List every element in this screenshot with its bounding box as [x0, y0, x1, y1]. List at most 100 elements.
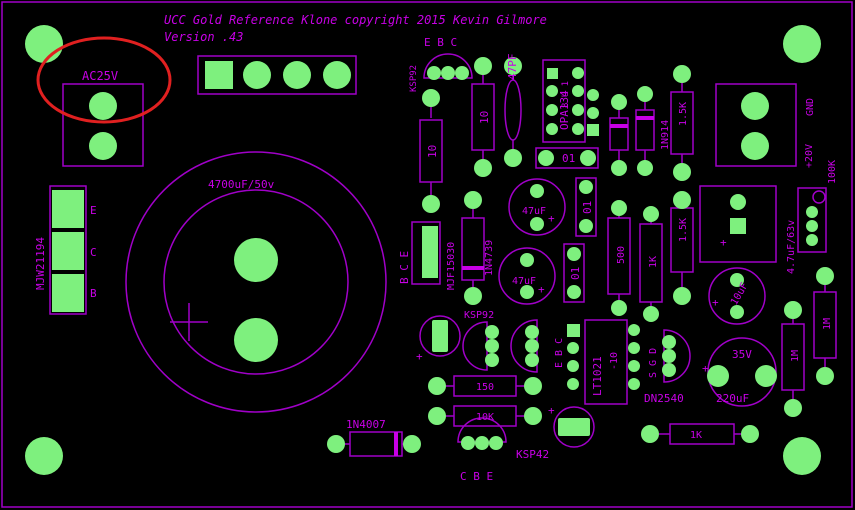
label-ac25v: AC25V	[82, 69, 118, 83]
pad	[546, 85, 558, 97]
opa134-outline	[542, 59, 586, 143]
mounting-hole-bottom-left	[25, 437, 63, 475]
pad	[455, 66, 469, 80]
c-small-left-outline	[419, 315, 461, 357]
pad	[403, 435, 421, 453]
pad	[428, 407, 446, 425]
label-c01-b: 01	[581, 201, 594, 214]
pad	[525, 353, 539, 367]
pad-ac25v-1	[89, 92, 117, 120]
polarity-plus: +	[720, 236, 727, 249]
board-title: UCC Gold Reference Klone copyright 2015 …	[164, 13, 547, 27]
pad-mjw-b	[52, 274, 84, 312]
pad	[587, 107, 599, 119]
pad	[524, 407, 542, 425]
label-r15k-a: 1.5K	[678, 102, 689, 126]
pad	[806, 234, 818, 246]
mounting-hole-top-right	[783, 25, 821, 63]
pad	[567, 247, 581, 261]
mjw21194-outline	[49, 185, 87, 315]
pad	[485, 339, 499, 353]
pad-ac25v-2	[89, 132, 117, 160]
pad	[567, 378, 579, 390]
trace	[618, 100, 646, 162]
label-opa-pins: 8 U 1	[561, 81, 571, 108]
mounting-hole-top-left	[25, 25, 63, 63]
label-c: C	[90, 246, 97, 259]
c47uf-b-outline	[498, 247, 556, 305]
pad	[546, 104, 558, 116]
mjf15030-outline	[411, 221, 441, 285]
ac25v-connector-outline	[62, 83, 144, 167]
pad	[806, 206, 818, 218]
pad	[520, 285, 534, 299]
dn2540-outline	[663, 329, 691, 383]
diode-bar	[394, 432, 398, 456]
label-r150: 150	[476, 382, 494, 393]
label-r100k: 100K	[827, 160, 838, 184]
pad	[485, 353, 499, 367]
pad	[474, 57, 492, 75]
label-c47uf63v: 4.7uF/63v	[786, 220, 797, 274]
pad-header-2	[243, 61, 271, 89]
trace	[792, 282, 826, 406]
label-ebc-mid: E B C	[554, 338, 565, 368]
c4700-inner-outline	[163, 189, 349, 375]
diode-bar	[610, 124, 628, 128]
pad	[461, 436, 475, 450]
pad	[673, 287, 691, 305]
pad	[489, 436, 503, 450]
polarity-plus: +	[548, 404, 555, 417]
pad	[641, 425, 659, 443]
pad	[427, 66, 441, 80]
label-c4700: 4700uF/50v	[208, 178, 275, 191]
pad-opa134-1	[547, 68, 558, 79]
label-e: E	[90, 204, 97, 217]
pad	[662, 349, 676, 363]
pad	[643, 206, 659, 222]
pad	[504, 149, 522, 167]
pad	[611, 94, 627, 110]
label-lt-minus10: -10	[609, 352, 620, 370]
pad	[730, 273, 744, 287]
pad-header-4	[323, 61, 351, 89]
pad	[567, 342, 579, 354]
c4700-plus-mark	[170, 303, 208, 341]
pad	[784, 301, 802, 319]
diode-bar	[462, 266, 484, 270]
r100k-adjust-mark	[812, 190, 826, 204]
mounting-hole-bottom-right	[783, 437, 821, 475]
pad	[673, 163, 691, 181]
label-sgd: S G D	[648, 348, 659, 378]
label-r1m-b: 1M	[822, 318, 833, 330]
pad	[673, 191, 691, 209]
label-r10-a: 10	[426, 145, 439, 158]
pad	[572, 104, 584, 116]
polarity-plus: +	[548, 212, 555, 225]
label-opa134: OPA134	[558, 90, 571, 130]
pad	[572, 67, 584, 79]
pad	[587, 124, 599, 136]
c4700-outer-outline	[125, 151, 387, 413]
pad-mjw-c	[52, 232, 84, 270]
pad	[572, 85, 584, 97]
polarity-plus: +	[538, 283, 545, 296]
polarity-bars	[394, 116, 654, 456]
pads	[25, 25, 834, 475]
ac25v-highlight-ellipse	[36, 36, 172, 124]
label-c47uf-a: 47uF	[522, 206, 546, 217]
label-r500: 500	[616, 246, 627, 264]
pad	[755, 365, 777, 387]
label-ksp92-mid: KSP92	[464, 310, 494, 321]
pad	[730, 305, 744, 319]
pad	[673, 65, 691, 83]
pad	[579, 219, 593, 233]
pad	[504, 57, 522, 75]
pad	[422, 89, 440, 107]
pad	[816, 367, 834, 385]
pad-c4700-minus	[234, 318, 278, 362]
pad	[524, 377, 542, 395]
ksp92-top-outline	[423, 53, 473, 79]
pad	[520, 253, 534, 267]
